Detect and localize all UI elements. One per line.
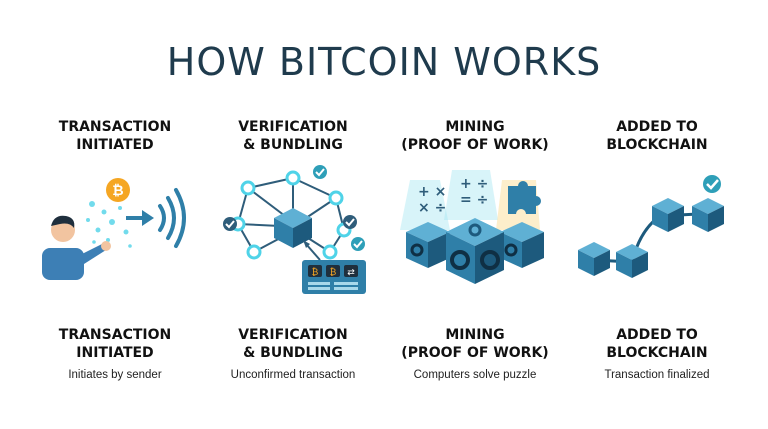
- transaction-illustration: ₿: [42, 178, 186, 280]
- svg-text:₿: ₿: [312, 267, 319, 278]
- step-label-line-1: TRANSACTION: [58, 327, 172, 343]
- network-icon: [230, 170, 352, 260]
- step-heading: VERIFICATION & BUNDLING: [208, 118, 378, 154]
- svg-text:₿: ₿: [112, 183, 123, 199]
- step-heading-line-2: (PROOF OF WORK): [401, 137, 549, 153]
- step-description: Unconfirmed transaction: [230, 369, 356, 381]
- step-label: MINING (PROOF OF WORK): [390, 326, 560, 362]
- step-heading-line-1: MINING: [445, 119, 505, 135]
- step-label: TRANSACTION INITIATED: [30, 326, 200, 362]
- mining-illustration: + × × ÷ + ÷ = ÷: [400, 170, 544, 284]
- svg-text:+ ×: + ×: [418, 184, 446, 200]
- step-description: Initiates by sender: [68, 369, 162, 381]
- check-icon: [351, 237, 365, 251]
- step-label-line-1: ADDED TO: [616, 327, 698, 343]
- transaction-card-icon: ₿ ₿ ⇄: [302, 260, 366, 294]
- bitcoin-coin-icon: ₿: [106, 178, 130, 202]
- step-transaction-initiated: TRANSACTION INITIATED ₿: [30, 0, 200, 429]
- page-title: HOW BITCOIN WORKS: [166, 40, 602, 84]
- step-label-line-2: INITIATED: [76, 345, 154, 361]
- step-heading-line-1: VERIFICATION: [238, 119, 348, 135]
- check-icon: [703, 175, 721, 193]
- svg-text:+ ÷: + ÷: [460, 176, 488, 192]
- gear-cube-icon: [500, 222, 544, 268]
- sparkle-dots-icon: [86, 201, 132, 248]
- step-label-line-2: & BUNDLING: [243, 345, 343, 361]
- step-heading: ADDED TO BLOCKCHAIN: [572, 118, 742, 154]
- step-added-to-blockchain: ADDED TO BLOCKCHAIN: [572, 0, 742, 429]
- wireless-signal-icon: [158, 188, 186, 248]
- math-symbols-icon: + × × ÷ + ÷ = ÷: [418, 176, 488, 216]
- check-icon: [343, 215, 357, 229]
- step-heading-line-2: BLOCKCHAIN: [606, 137, 708, 153]
- step-label-line-1: MINING: [445, 327, 505, 343]
- step-heading-line-1: TRANSACTION: [58, 119, 172, 135]
- blockchain-illustration: [578, 175, 724, 278]
- step-label-line-1: VERIFICATION: [238, 327, 348, 343]
- check-icon: [313, 165, 327, 179]
- step-heading-line-1: ADDED TO: [616, 119, 698, 135]
- step-verification-bundling: VERIFICATION & BUNDLING: [208, 0, 378, 429]
- gear-cube-icon: [446, 218, 504, 284]
- puzzle-piece-icon: [508, 181, 542, 214]
- step-label-line-2: (PROOF OF WORK): [401, 345, 549, 361]
- step-description: Transaction finalized: [604, 369, 710, 381]
- gear-cube-icon: [406, 222, 450, 268]
- step-heading-line-2: INITIATED: [76, 137, 154, 153]
- step-label: ADDED TO BLOCKCHAIN: [572, 326, 742, 362]
- blockchain-icon: [578, 198, 724, 278]
- step-heading: TRANSACTION INITIATED: [30, 118, 200, 154]
- arrow-icon: [126, 210, 154, 226]
- svg-text:⇄: ⇄: [347, 268, 355, 278]
- step-mining: MINING (PROOF OF WORK) + × × ÷ + ÷ = ÷: [390, 0, 560, 429]
- step-heading-line-2: & BUNDLING: [243, 137, 343, 153]
- person-icon: [42, 215, 111, 280]
- step-label-line-2: BLOCKCHAIN: [606, 345, 708, 361]
- verification-illustration: ₿ ₿ ⇄: [223, 165, 366, 294]
- step-label: VERIFICATION & BUNDLING: [208, 326, 378, 362]
- svg-text:₿: ₿: [330, 267, 337, 278]
- check-icon: [223, 217, 237, 231]
- svg-text:× ÷: × ÷: [418, 200, 446, 216]
- step-heading: MINING (PROOF OF WORK): [390, 118, 560, 154]
- step-description: Computers solve puzzle: [413, 369, 537, 381]
- svg-text:= ÷: = ÷: [460, 192, 488, 208]
